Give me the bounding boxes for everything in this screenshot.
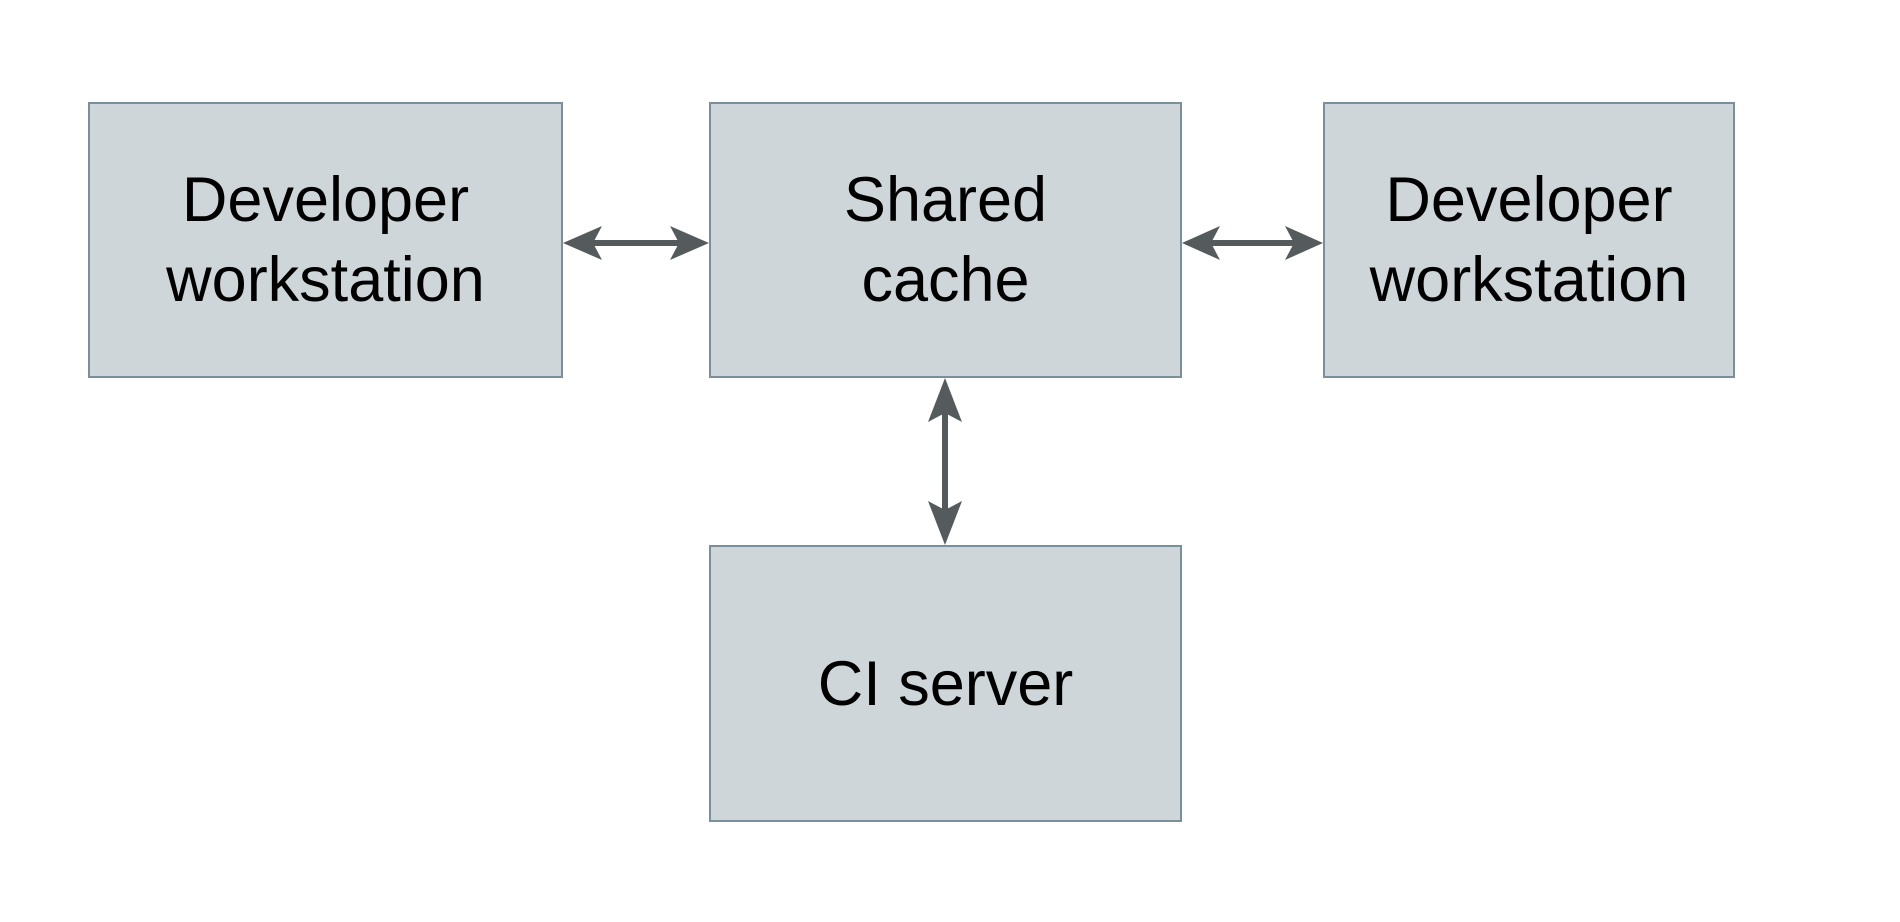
connector-shared-cache-to-ci-server[interactable] xyxy=(915,375,975,548)
arrow-head-left-icon xyxy=(1182,226,1220,260)
node-developer-workstation-left[interactable]: Developer workstation xyxy=(88,102,563,378)
node-label: Developer workstation xyxy=(166,165,485,315)
arrow-head-right-icon xyxy=(1285,226,1323,260)
node-shared-cache[interactable]: Shared cache xyxy=(709,102,1182,378)
node-label: Shared cache xyxy=(843,165,1048,315)
node-developer-workstation-right[interactable]: Developer workstation xyxy=(1323,102,1735,378)
arrow-head-down-icon xyxy=(928,501,962,545)
node-label: CI server xyxy=(817,648,1074,719)
arrow-head-left-icon xyxy=(563,226,602,260)
arrow-head-right-icon xyxy=(670,226,709,260)
node-label: Developer workstation xyxy=(1369,165,1689,315)
connector-shared-cache-to-dev-right[interactable] xyxy=(1179,213,1326,273)
node-ci-server[interactable]: CI server xyxy=(709,545,1182,822)
arrow-head-up-icon xyxy=(928,378,962,422)
connector-dev-left-to-shared-cache[interactable] xyxy=(560,213,712,273)
